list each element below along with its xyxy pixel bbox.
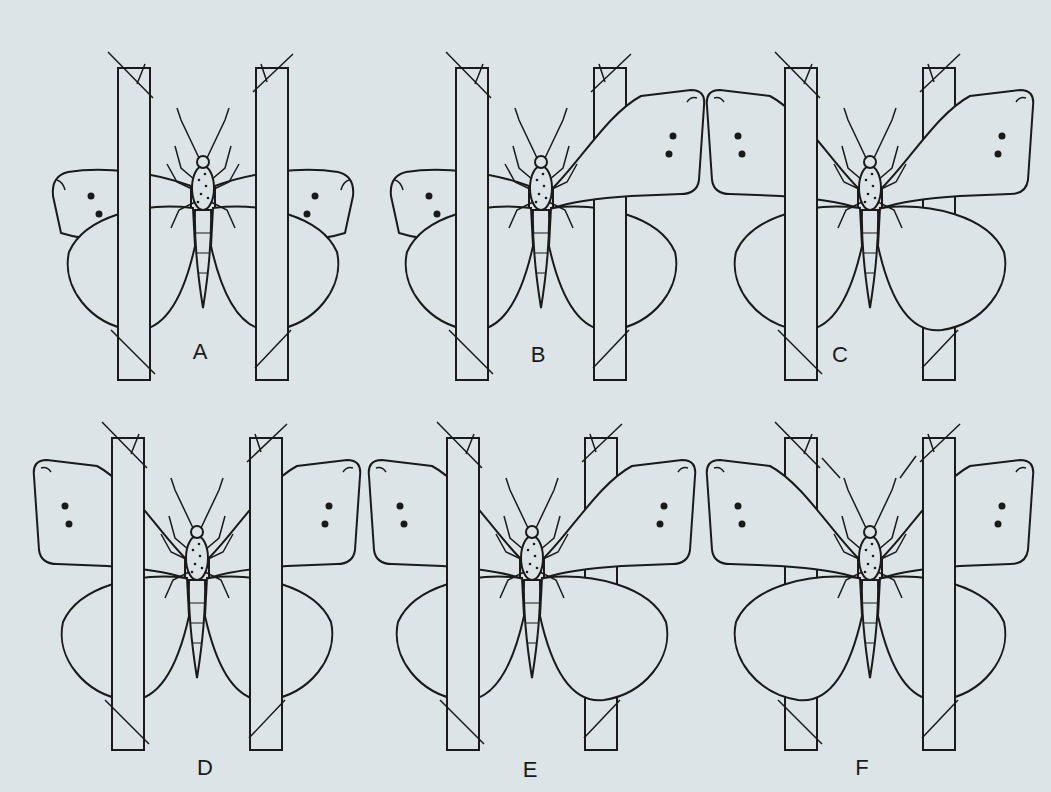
panel-letter: E	[523, 759, 538, 781]
panel-letter: D	[197, 757, 213, 779]
panel-letter: B	[531, 344, 546, 366]
panel-letter: C	[832, 344, 848, 366]
panel-letter: A	[193, 341, 208, 363]
panel-letter: F	[855, 757, 868, 779]
